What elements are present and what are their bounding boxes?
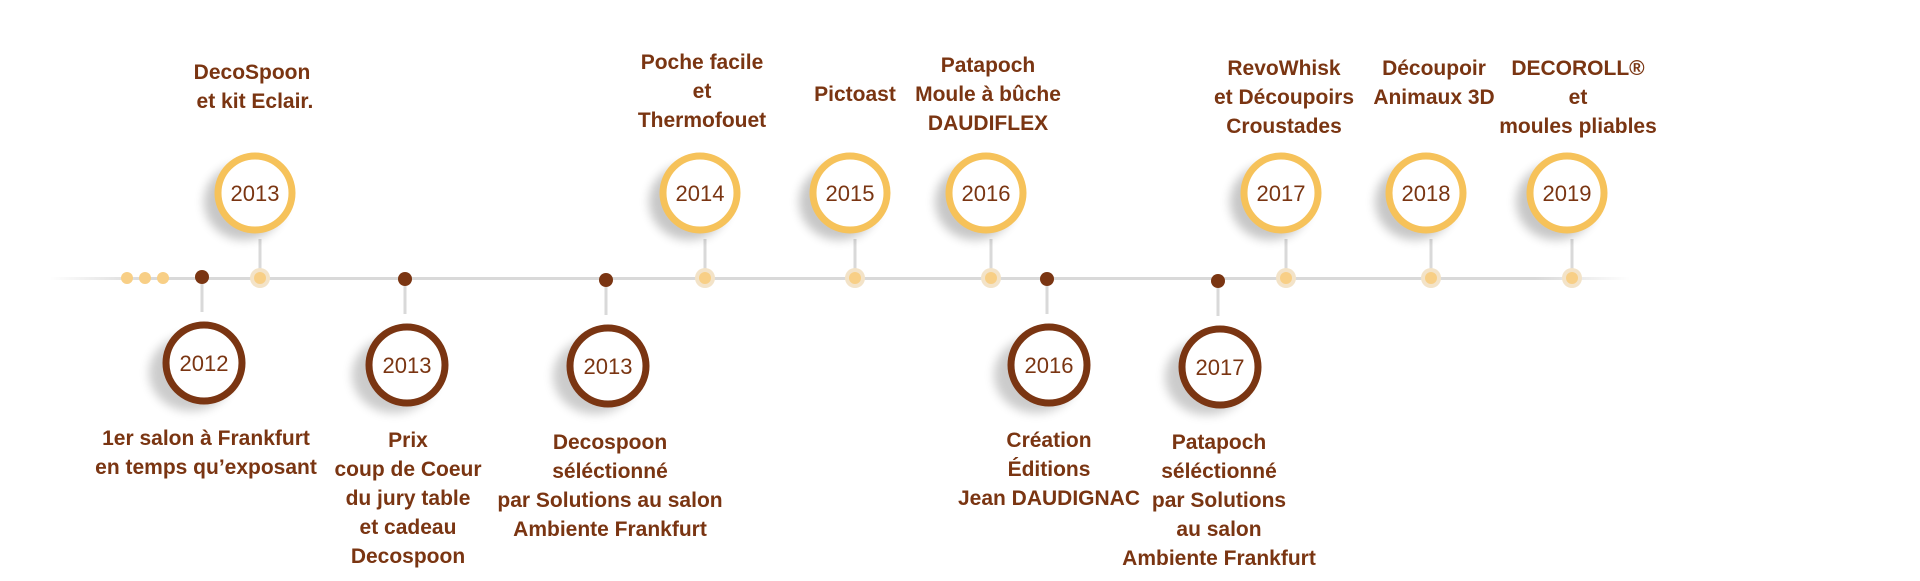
timeline-dot	[1280, 272, 1292, 284]
timeline-dot	[599, 273, 613, 287]
year-text: 2019	[1543, 181, 1592, 206]
year-text: 2013	[584, 354, 633, 379]
timeline-dot	[254, 272, 266, 284]
year-circle	[945, 152, 1027, 234]
event-label-2013-decospoon: DecoSpoon et kit Eclair.	[193, 61, 314, 113]
event-above-2014: 2014	[649, 152, 741, 288]
event-above-2018: 2018	[1375, 152, 1467, 288]
event-below-2016: 2016	[994, 272, 1091, 413]
timeline-dot	[195, 270, 209, 284]
timeline-dot	[1566, 272, 1578, 284]
timeline-axis	[50, 277, 1630, 280]
event-label-2013-decospoon-selection: Decospoon séléctionné par Solutions au s…	[497, 431, 723, 541]
event-label-2012-salon: 1er salon à Frankfurt en temps qu’exposa…	[95, 427, 317, 479]
year-circle	[1178, 325, 1262, 409]
event-label-2014-poche-facile: Poche facile et Thermofouet	[637, 51, 767, 132]
year-text: 2015	[826, 181, 875, 206]
year-text: 2013	[383, 353, 432, 378]
year-circle	[162, 321, 246, 405]
year-text: 2012	[180, 351, 229, 376]
event-below-2013b: 2013	[553, 273, 650, 414]
event-label-2019-decoroll: DECOROLL® et moules pliables	[1499, 57, 1657, 138]
year-text: 2016	[962, 181, 1011, 206]
timeline-dot	[985, 272, 997, 284]
year-circle	[566, 324, 650, 408]
timeline-dot	[398, 272, 412, 286]
event-above-2016: 2016	[935, 152, 1027, 288]
year-circle	[809, 152, 891, 234]
event-label-2016-creation: Création Éditions Jean DAUDIGNAC	[957, 429, 1141, 510]
event-above-2013: 2013	[204, 152, 296, 288]
event-label-2015-pictoast: Pictoast	[814, 83, 896, 106]
event-below-2013a: 2013	[352, 272, 449, 413]
year-text: 2017	[1257, 181, 1306, 206]
year-circle	[214, 152, 296, 234]
event-below-2012: 2012	[149, 270, 246, 411]
timeline-dot	[1211, 274, 1225, 288]
lead-dot	[121, 272, 133, 284]
timeline-dot	[1040, 272, 1054, 286]
event-label-2017-revowhisk: RevoWhisk et Découpoirs Croustades	[1213, 57, 1355, 138]
event-above-2019: 2019	[1516, 152, 1608, 288]
year-circle	[659, 152, 741, 234]
lead-dot	[157, 272, 169, 284]
year-circle	[1385, 152, 1467, 234]
event-below-2017: 2017	[1165, 274, 1262, 415]
event-label-2017-patapoch-selection: Patapoch séléctionné par Solutions au sa…	[1122, 431, 1316, 570]
timeline-dot	[699, 272, 711, 284]
timeline-dot	[1425, 272, 1437, 284]
year-text: 2017	[1196, 355, 1245, 380]
timeline-dot	[849, 272, 861, 284]
event-label-2016-patapoch: Patapoch Moule à bûche DAUDIFLEX	[915, 54, 1061, 135]
year-circle	[365, 323, 449, 407]
year-text: 2013	[231, 181, 280, 206]
year-text: 2018	[1402, 181, 1451, 206]
lead-dot	[139, 272, 151, 284]
event-above-2015: 2015	[799, 152, 891, 288]
event-above-2017: 2017	[1230, 152, 1322, 288]
year-circle	[1526, 152, 1608, 234]
event-label-2013-prix: Prix coup de Coeur du jury table et cade…	[334, 429, 482, 568]
year-circle	[1240, 152, 1322, 234]
year-text: 2014	[676, 181, 725, 206]
event-label-2018-decoupoir: Découpoir Animaux 3D	[1373, 57, 1495, 109]
year-text: 2016	[1025, 353, 1074, 378]
leading-dots	[121, 272, 169, 284]
year-circle	[1007, 323, 1091, 407]
